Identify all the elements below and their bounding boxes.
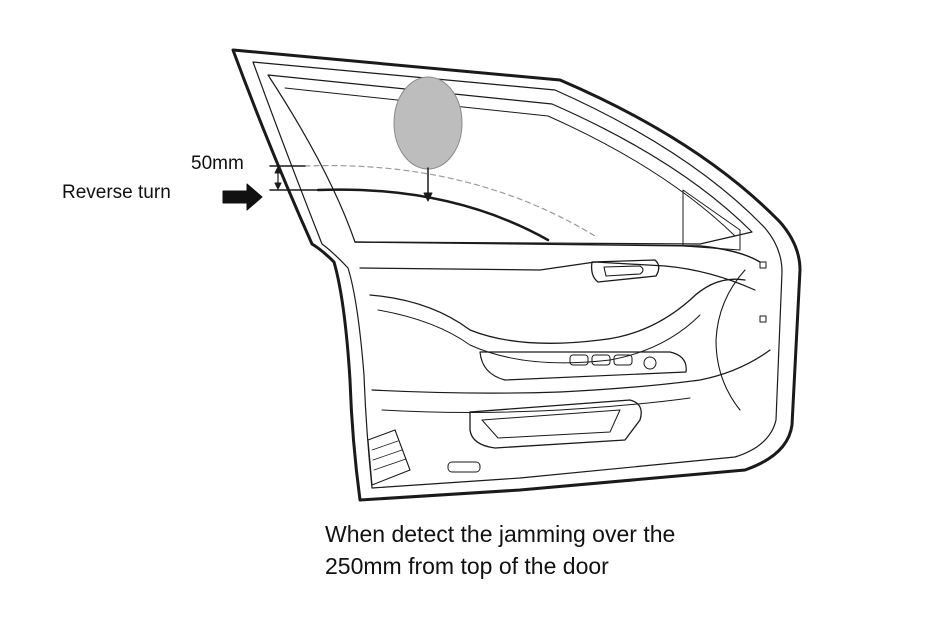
door-inner-outline [252, 61, 783, 489]
mirror-sail [682, 189, 741, 251]
window-frame [267, 74, 753, 245]
caption-line-1: When detect the jamming over the [325, 521, 676, 547]
window-switch-3 [613, 354, 633, 366]
door-reflector [447, 461, 481, 473]
obstacle-ellipse [393, 76, 463, 170]
map-pocket [469, 399, 642, 449]
inner-handle-lever [603, 265, 644, 277]
window-switch-1 [569, 354, 589, 366]
reverse-arrow [222, 183, 263, 211]
caption-line-2: 250mm from top of the door [325, 553, 609, 579]
glass-edge-reversed [316, 188, 550, 242]
speaker-grille [367, 429, 411, 486]
grille-slat-3 [373, 458, 407, 471]
window-frame-inner [284, 87, 736, 237]
hinge-hole-2 [759, 315, 767, 323]
beltline [354, 241, 761, 263]
dim-arrow-up [274, 166, 282, 174]
trim-upper [359, 261, 756, 291]
caption: When detect the jamming over the 250mm f… [325, 518, 675, 582]
glass-top-dashed [304, 164, 596, 237]
armrest-inner [377, 309, 701, 364]
grille-slat-1 [371, 440, 399, 451]
window-switch-2 [591, 354, 611, 366]
trim-lower [371, 349, 771, 394]
dim-arrow-down [274, 182, 282, 190]
obstacle-arrow-head [423, 192, 433, 202]
hinge-curve [715, 269, 746, 411]
lock-switch [643, 356, 657, 370]
switch-panel [479, 351, 687, 381]
map-pocket-inner [481, 409, 621, 439]
gap-label: 50mm [191, 153, 244, 174]
trim-lower-2 [381, 397, 691, 413]
armrest [369, 278, 746, 344]
inner-handle [590, 259, 660, 283]
grille-slat-2 [372, 449, 403, 461]
door-outline [231, 48, 802, 502]
hinge-hole-1 [759, 261, 767, 269]
reverse-turn-label: Reverse turn [62, 182, 171, 203]
